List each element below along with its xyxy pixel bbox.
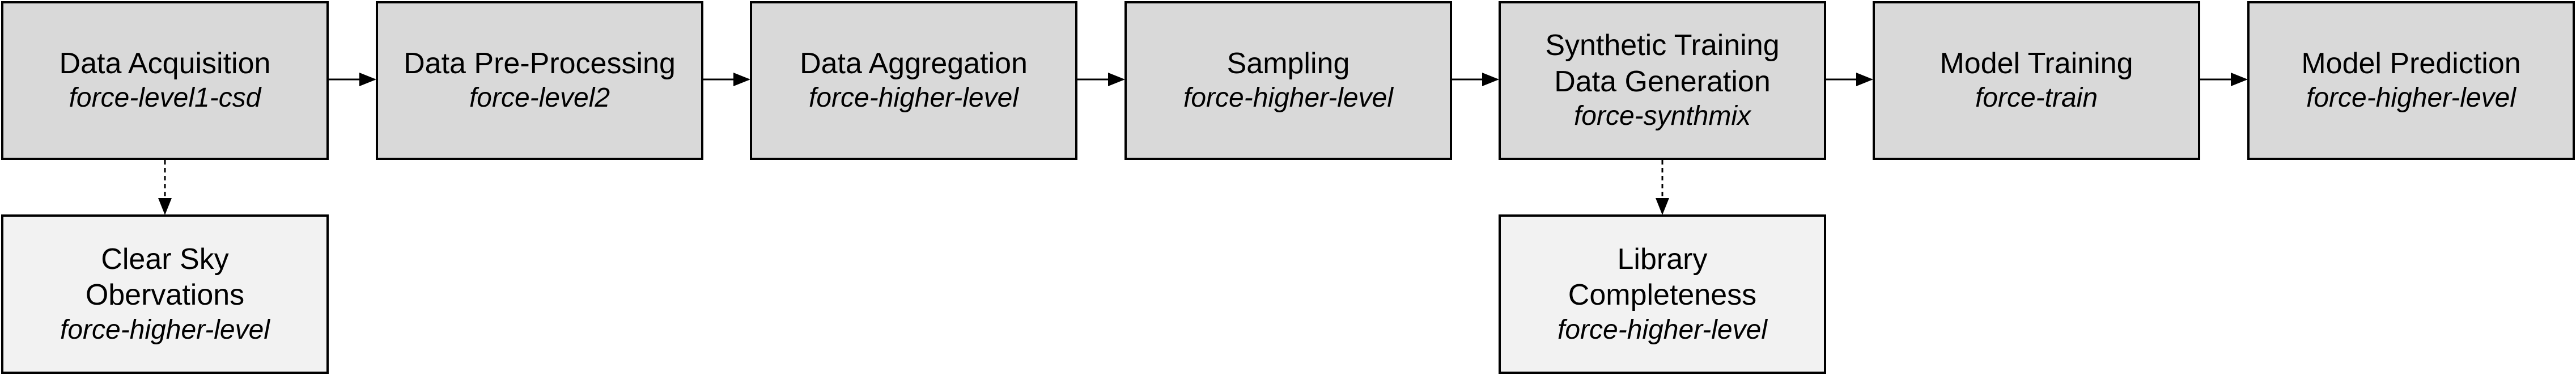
step-title: Synthetic Training Data Generation (1545, 29, 1780, 98)
step-title: Data Pre-Processing (404, 47, 676, 80)
step-sampling: Sampling force-higher-level (1124, 1, 1452, 160)
step-title: Data Acquisition (59, 47, 271, 80)
step-model-prediction: Model Prediction force-higher-level (2247, 1, 2575, 160)
step-model-training: Model Training force-train (1873, 1, 2200, 160)
step-data-aggregation: Data Aggregation force-higher-level (750, 1, 1077, 160)
step-command: force-level2 (469, 83, 610, 113)
step-synthetic-training-data-generation: Synthetic Training Data Generation force… (1499, 1, 1826, 160)
step-title: Data Aggregation (800, 47, 1028, 80)
step-command: force-higher-level (2306, 83, 2516, 113)
step-command: force-higher-level (1183, 83, 1393, 113)
step-command: force-higher-level (1558, 314, 1767, 345)
step-command: force-level1-csd (69, 83, 261, 113)
step-command: force-train (1975, 83, 2098, 113)
step-title: Model Prediction (2301, 47, 2521, 80)
step-command: force-higher-level (60, 314, 270, 345)
step-title: Model Training (1940, 47, 2133, 80)
step-title: Library Completeness (1568, 242, 1757, 312)
step-command: force-synthmix (1573, 101, 1751, 132)
side-step-library-completeness: Library Completeness force-higher-level (1499, 214, 1826, 374)
step-title: Clear Sky Obervations (85, 242, 245, 312)
step-command: force-higher-level (809, 83, 1018, 113)
side-step-clear-sky-observations: Clear Sky Obervations force-higher-level (1, 214, 329, 374)
step-data-acquisition: Data Acquisition force-level1-csd (1, 1, 329, 160)
step-data-preprocessing: Data Pre-Processing force-level2 (376, 1, 703, 160)
step-title: Sampling (1227, 47, 1350, 80)
